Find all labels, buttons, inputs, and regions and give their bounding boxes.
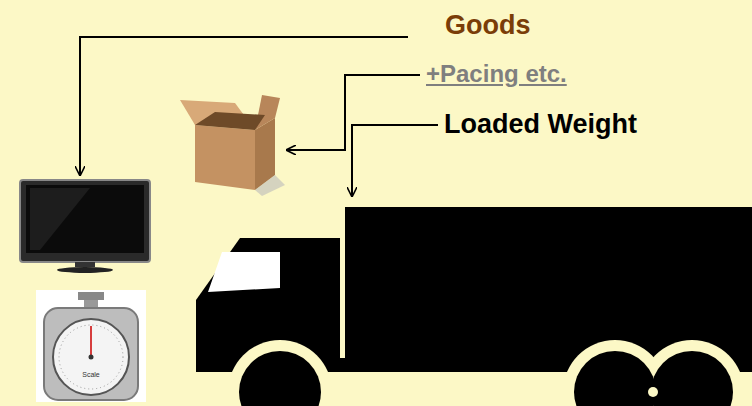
goods-label: Goods (445, 12, 531, 39)
scale-text: Scale (82, 371, 100, 378)
cardboard-box (180, 95, 285, 196)
packing-label: +Pacing etc. (426, 62, 567, 86)
tv-icon (20, 180, 150, 273)
scale-icon (36, 290, 146, 402)
loaded-weight-label: Loaded Weight (444, 111, 637, 138)
leader-line (287, 75, 420, 150)
leader-line (352, 125, 438, 196)
truck-icon (196, 207, 752, 406)
